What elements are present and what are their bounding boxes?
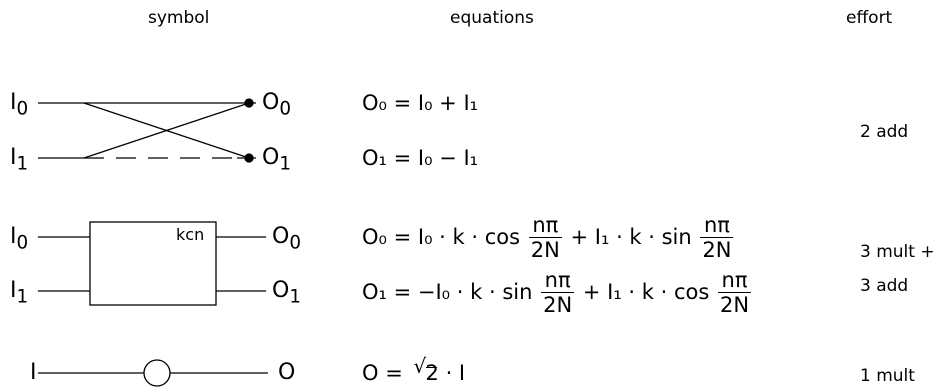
rotator-box-label: kcn — [176, 225, 205, 244]
rotator-effort-line-1: 3 mult + — [860, 242, 935, 262]
header-symbol: symbol — [148, 8, 210, 28]
butterfly-input-1: I1 — [10, 145, 29, 175]
butterfly-cross-up — [83, 102, 250, 159]
header-equations: equations — [450, 8, 534, 28]
scaler-node — [143, 359, 171, 387]
butterfly-symbol — [38, 98, 256, 163]
butterfly-top-node — [244, 98, 254, 108]
rotator-symbol — [38, 221, 266, 306]
butterfly-output-1: O1 — [262, 145, 291, 175]
butterfly-equation-0: O₀ = I₀ + I₁ — [362, 91, 479, 115]
scaler-input: I — [30, 360, 37, 385]
rotator-effort-line-2: 3 add — [860, 276, 909, 296]
rotator-output-0: O0 — [272, 224, 301, 254]
butterfly-equation-1: O₁ = I₀ − I₁ — [362, 146, 479, 170]
rotator-box — [89, 221, 217, 306]
butterfly-output-0: O0 — [262, 90, 291, 120]
rotator-input-1: I1 — [10, 278, 29, 308]
scaler-effort: 1 mult — [860, 366, 915, 386]
butterfly-bottom-node — [244, 153, 254, 163]
scaler-symbol — [38, 359, 268, 387]
scaler-equation: O = √ 2 · I — [362, 354, 466, 385]
header-effort: effort — [846, 8, 893, 28]
rotator-input-0: I0 — [10, 224, 29, 254]
butterfly-effort: 2 add — [860, 122, 909, 142]
rotator-output-1: O1 — [272, 278, 301, 308]
butterfly-input-0: I0 — [10, 90, 29, 120]
scaler-output: O — [278, 360, 296, 385]
